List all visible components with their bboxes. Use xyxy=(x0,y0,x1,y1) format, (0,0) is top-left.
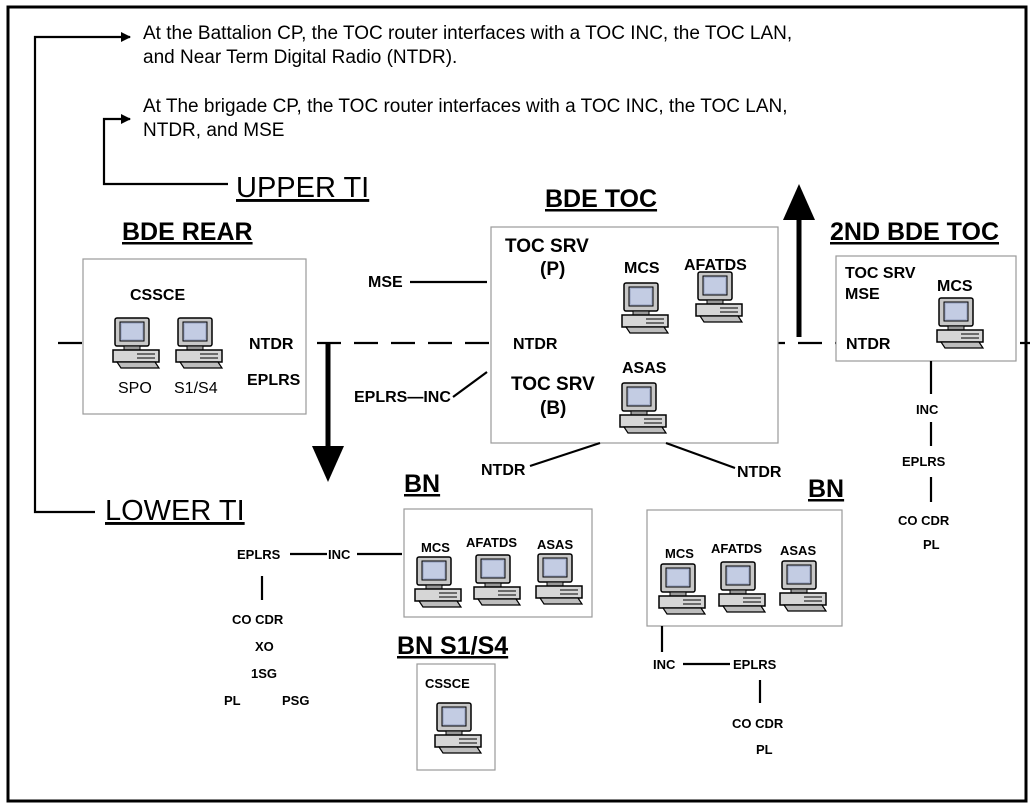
upper-ti-label: UPPER TI xyxy=(236,172,369,204)
bn1-inc-label: INC xyxy=(328,547,351,562)
bde-toc-asas-label: ASAS xyxy=(622,360,667,377)
toc-to-ntdr-right-line xyxy=(665,441,736,470)
toc-to-ntdr-left-line xyxy=(529,441,601,468)
bde-rear-eplrs-label: EPLRS xyxy=(247,372,301,389)
bn2-group: BN MCS AFATDS ASAS INC EPLRS CO CDR PL xyxy=(646,475,844,757)
bn-s1s4-cssce-label: CSSCE xyxy=(425,676,470,691)
bde2-toc-srv-label: TOC SRV xyxy=(845,265,916,282)
bde2-cocdr-label: CO CDR xyxy=(898,513,950,528)
bn1-group: BN MCS AFATDS ASAS EPLRS INC CO CDR XO 1… xyxy=(224,470,593,708)
bn2-title: BN xyxy=(808,475,844,503)
bde-rear-group: BDE REAR CSSCE SPO S1/S4 NTDR EPLRS xyxy=(82,218,307,415)
bde-toc-eplrs-inc-label: EPLRS—INC xyxy=(354,389,451,406)
bde-toc-srv-p-line2: (P) xyxy=(540,259,565,280)
bn1-eplrs-label: EPLRS xyxy=(237,547,281,562)
bde-rear-spo-label: SPO xyxy=(118,380,152,397)
bn1-mcs-label: MCS xyxy=(421,540,450,555)
bde-toc-srv-b-line1: TOC SRV xyxy=(511,374,595,395)
bde-toc-ntdr-right-label: NTDR xyxy=(737,464,782,481)
bn1-pl-label: PL xyxy=(224,693,241,708)
notes-section: At the Battalion CP, the TOC router inte… xyxy=(33,23,792,514)
brigade-bracket-arrow xyxy=(102,114,228,186)
battalion-bracket-arrow xyxy=(33,32,131,514)
bde2-toc-box xyxy=(835,255,1017,362)
bde2-toc-ntdr-label: NTDR xyxy=(846,336,891,353)
brigade-note-line1: At The brigade CP, the TOC router interf… xyxy=(143,96,788,117)
battalion-note-line1: At the Battalion CP, the TOC router inte… xyxy=(143,23,792,44)
bde-toc-group: BDE TOC TOC SRV (P) MCS AFATDS NTDR TOC … xyxy=(354,185,782,481)
up-arrow-head xyxy=(783,184,815,220)
bn1-asas-label: ASAS xyxy=(537,537,573,552)
bn1-psg-label: PSG xyxy=(282,693,309,708)
bn2-inc-label: INC xyxy=(653,657,676,672)
down-arrow-head xyxy=(312,446,344,482)
bde-toc-ntdr-label: NTDR xyxy=(513,336,558,353)
bn2-eplrs-label: EPLRS xyxy=(733,657,777,672)
bn2-cocdr-label: CO CDR xyxy=(732,716,784,731)
bde-rear-title: BDE REAR xyxy=(122,218,253,246)
eplrs-inc-connector xyxy=(452,371,488,398)
outer-border xyxy=(6,5,1028,803)
bn2-mcs-label: MCS xyxy=(665,546,694,561)
bde-rear-cssce-label: CSSCE xyxy=(130,287,185,304)
bde-toc-title: BDE TOC xyxy=(545,185,657,213)
bn2-asas-label: ASAS xyxy=(780,543,816,558)
bde-rear-s1s4-label: S1/S4 xyxy=(174,380,218,397)
bn2-pl-label: PL xyxy=(756,742,773,757)
bn1-title: BN xyxy=(404,470,440,498)
bde-toc-srv-p-line1: TOC SRV xyxy=(505,236,589,257)
bde2-toc-mcs-label: MCS xyxy=(937,278,973,295)
bde-toc-mcs-label: MCS xyxy=(624,260,660,277)
lower-ti-label: LOWER TI xyxy=(105,495,245,527)
brigade-note-line2: NTDR, and MSE xyxy=(143,120,284,141)
bn-s1s4-title: BN S1/S4 xyxy=(397,632,508,660)
battalion-note-line2: and Near Term Digital Radio (NTDR). xyxy=(143,47,457,68)
bde2-toc-group: 2ND BDE TOC TOC SRV MSE MCS NTDR INC EPL… xyxy=(830,218,1017,552)
bde-toc-srv-b-line2: (B) xyxy=(540,398,566,419)
bde2-toc-title: 2ND BDE TOC xyxy=(830,218,999,246)
bde-toc-mse-label: MSE xyxy=(368,274,403,291)
bde-toc-ntdr-left-label: NTDR xyxy=(481,462,526,479)
bn-s1s4-group: BN S1/S4 CSSCE xyxy=(397,632,508,771)
bn2-afatds-label: AFATDS xyxy=(711,541,762,556)
bde-toc-afatds-label: AFATDS xyxy=(684,257,747,274)
bn1-afatds-label: AFATDS xyxy=(466,535,517,550)
bn1-xo-label: XO xyxy=(255,639,274,654)
bde2-eplrs-label: EPLRS xyxy=(902,454,946,469)
bn1-cocdr-label: CO CDR xyxy=(232,612,284,627)
bde2-inc-label: INC xyxy=(916,402,939,417)
bde2-pl-label: PL xyxy=(923,537,940,552)
bn1-1sg-label: 1SG xyxy=(251,666,277,681)
bde2-toc-mse-label: MSE xyxy=(845,286,880,303)
bde-rear-ntdr-label: NTDR xyxy=(249,336,294,353)
